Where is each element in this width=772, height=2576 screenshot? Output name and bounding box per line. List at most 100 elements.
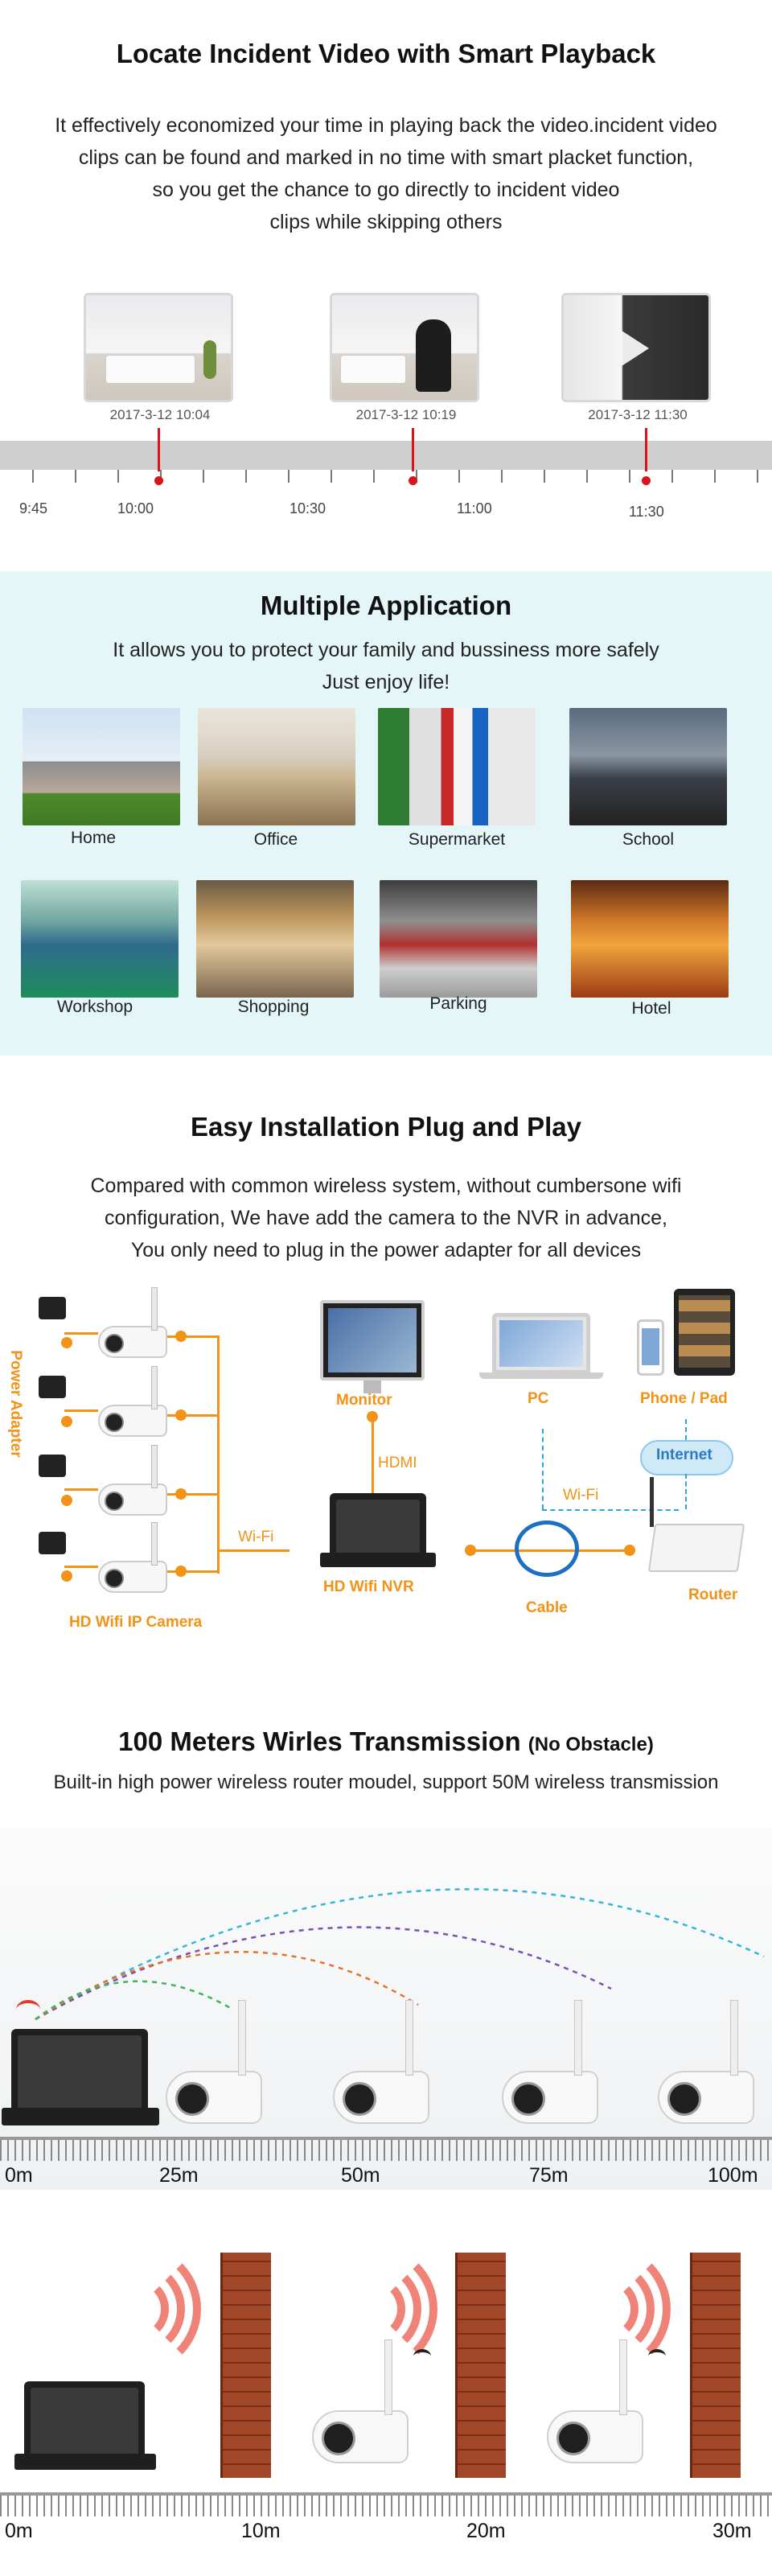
scene-shopping-image (196, 880, 354, 998)
incident-marker[interactable] (412, 428, 414, 471)
transmission-title-text: 100 Meters Wirles Transmission (118, 1726, 521, 1756)
scene-home-image (23, 708, 180, 825)
playback-line: clips while skipping others (269, 211, 503, 233)
ip-camera-icon (98, 1366, 167, 1437)
distance-ruler (0, 2140, 772, 2161)
playback-line: clips can be found and marked in no time… (78, 146, 694, 169)
router-icon (647, 1524, 745, 1572)
transmission-subtitle: Built-in high power wireless router moud… (53, 1772, 719, 1793)
timeline-label: 10:00 (117, 500, 154, 516)
application-line: Just enjoy life! (322, 671, 450, 693)
tablet-icon (674, 1289, 735, 1376)
playback-description: It effectively economized your time in p… (0, 109, 772, 238)
incident-marker-dot (642, 476, 651, 485)
distance-ruler (0, 2496, 772, 2516)
distance-label: 50m (341, 2164, 380, 2187)
router-label: Router (688, 1586, 738, 1603)
wifi-left-label: Wi-Fi (238, 1529, 274, 1545)
signal-wave-icon (309, 2245, 437, 2373)
timeline-tick (331, 470, 332, 483)
power-adapter-icon (39, 1297, 66, 1319)
wifi-signal-icon (648, 2349, 666, 2364)
distance-label: 0m (5, 2520, 33, 2542)
play-icon (622, 331, 649, 366)
scene-supermarket-image (378, 708, 536, 825)
nvr-icon (330, 1493, 426, 1561)
scene-caption: Workshop (56, 998, 133, 1016)
nvr-icon (11, 2029, 148, 2117)
signal-wave-icon (72, 2245, 201, 2373)
power-adapter-label: Power Adapter (7, 1350, 24, 1458)
timeline-tick (586, 470, 588, 483)
transmission-title: 100 Meters Wirles Transmission (No Obsta… (0, 1726, 772, 1757)
ip-camera-icon (98, 1445, 167, 1516)
pc-icon (492, 1313, 590, 1374)
camera-label: HD Wifi IP Camera (69, 1614, 203, 1631)
timeline-label: 9:45 (19, 500, 48, 516)
nvr-label: HD Wifi NVR (323, 1578, 414, 1595)
transmission-title-note: (No Obstacle) (528, 1734, 654, 1755)
clip-thumbnail-2[interactable] (330, 293, 479, 402)
scene-parking-image (380, 880, 537, 998)
timeline-label: 11:00 (457, 500, 492, 516)
timeline-tick (288, 470, 290, 483)
wireless-camera-icon (166, 2000, 262, 2124)
power-adapter-icon (39, 1455, 66, 1477)
timeline-tick (629, 470, 630, 483)
network-cable-icon (515, 1520, 579, 1577)
clip-time: 2017-3-12 10:19 (355, 407, 457, 422)
installation-description: Compared with common wireless system, wi… (0, 1170, 772, 1266)
distance-label: 25m (159, 2164, 199, 2187)
incident-marker-dot (154, 476, 163, 485)
scene-caption: Shopping (237, 998, 310, 1016)
timeline-tick (671, 470, 673, 483)
wireless-camera-icon (312, 2339, 409, 2463)
phone-label: Phone / Pad (640, 1390, 728, 1407)
application-line: It allows you to protect your family and… (113, 639, 659, 661)
timeline-tick (757, 470, 758, 483)
incident-marker-dot (409, 476, 417, 485)
incident-marker[interactable] (645, 428, 647, 471)
internet-label: Internet (656, 1446, 712, 1463)
ip-camera-icon (98, 1522, 167, 1593)
application-description: It allows you to protect your family and… (0, 634, 772, 698)
installation-title: Easy Installation Plug and Play (191, 1112, 581, 1142)
scene-caption: Parking (429, 994, 487, 1013)
playback-line: so you get the chance to go directly to … (152, 179, 620, 201)
wireless-camera-icon (658, 2000, 754, 2124)
cable-label: Cable (526, 1599, 568, 1616)
pc-label: PC (528, 1390, 549, 1407)
distance-label: 20m (466, 2520, 506, 2542)
application-title: Multiple Application (260, 591, 512, 620)
wifi-signal-icon (16, 2000, 40, 2019)
wireless-camera-icon (333, 2000, 429, 2124)
scene-school-image (569, 708, 727, 825)
timeline-tick (203, 470, 204, 483)
phone-icon (637, 1319, 664, 1376)
incident-marker[interactable] (158, 428, 160, 471)
clip-thumbnail-1[interactable] (84, 293, 233, 402)
scene-hotel-image (571, 880, 729, 998)
wireless-camera-icon (502, 2000, 598, 2124)
timeline-tick (416, 470, 417, 483)
timeline-tick (32, 470, 34, 483)
scene-caption: Home (70, 829, 117, 847)
installation-line: Compared with common wireless system, wi… (90, 1175, 682, 1197)
clip-time: 2017-3-12 11:30 (588, 407, 688, 422)
scene-office-image (198, 708, 355, 825)
clip-time: 2017-3-12 10:04 (109, 407, 211, 422)
signal-range-arcs (35, 1888, 765, 2021)
hdmi-label: HDMI (378, 1455, 417, 1471)
scene-workshop-image (21, 880, 179, 998)
playback-line: It effectively economized your time in p… (55, 114, 717, 137)
signal-wave-icon (542, 2245, 671, 2373)
wireless-camera-icon (547, 2339, 643, 2463)
monitor-icon (320, 1300, 425, 1381)
scene-caption: Office (253, 830, 298, 849)
nvr-icon (24, 2381, 145, 2462)
wifi-right-label: Wi-Fi (563, 1487, 599, 1504)
clip-thumbnail-3[interactable] (561, 293, 711, 402)
timeline-label: 11:30 (629, 504, 664, 520)
distance-label: 0m (5, 2164, 33, 2187)
timeline-bar[interactable] (0, 441, 772, 470)
